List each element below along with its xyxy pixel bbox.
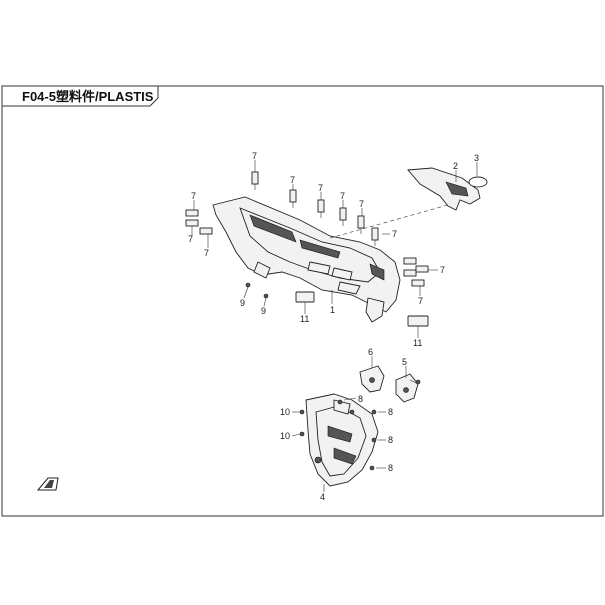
callout-7: 7 <box>191 191 196 201</box>
callout-7: 7 <box>252 151 257 161</box>
callout-1: 1 <box>330 305 335 315</box>
callout-7: 7 <box>188 234 193 244</box>
upper-leaders <box>191 160 478 338</box>
assembly-line <box>329 204 449 239</box>
title-tab <box>1 85 159 107</box>
panel-part-4 <box>305 393 379 487</box>
callout-11: 11 <box>413 338 422 348</box>
clip-group-11 <box>295 291 429 327</box>
callout-10: 10 <box>280 431 290 441</box>
callout-7: 7 <box>340 191 345 201</box>
callout-6: 6 <box>368 347 373 357</box>
bracket-part-5 <box>395 373 419 403</box>
page-title: F04-5塑料件/PLASTIS <box>22 89 154 104</box>
callout-7: 7 <box>318 183 323 193</box>
callout-10: 10 <box>280 407 290 417</box>
screw-group-8 <box>337 379 421 471</box>
callout-7: 7 <box>204 248 209 258</box>
brand-logo-icon <box>36 477 59 491</box>
callout-4: 4 <box>320 492 325 502</box>
sheet-border <box>1 85 604 517</box>
callout-8: 8 <box>388 463 393 473</box>
callout-8: 8 <box>358 394 363 404</box>
decal-part-3 <box>468 176 488 188</box>
callout-9: 9 <box>261 306 266 316</box>
callout-5: 5 <box>402 357 407 367</box>
callout-7: 7 <box>392 229 397 239</box>
screw-group-9 <box>245 282 269 299</box>
callout-7: 7 <box>418 296 423 306</box>
callout-3: 3 <box>474 153 479 163</box>
screw-group-10 <box>299 409 305 437</box>
callout-11: 11 <box>300 314 309 324</box>
bracket-part-6 <box>359 365 385 393</box>
rail-part-2 <box>407 167 481 211</box>
callout-7: 7 <box>359 199 364 209</box>
lower-leaders <box>291 356 419 492</box>
callout-7: 7 <box>290 175 295 185</box>
callout-9: 9 <box>240 298 245 308</box>
callout-8: 8 <box>388 407 393 417</box>
callout-2: 2 <box>453 161 458 171</box>
fender-part-1 <box>212 196 401 323</box>
callout-8: 8 <box>388 435 393 445</box>
callout-7: 7 <box>440 265 445 275</box>
screw-group-7 <box>185 171 429 287</box>
